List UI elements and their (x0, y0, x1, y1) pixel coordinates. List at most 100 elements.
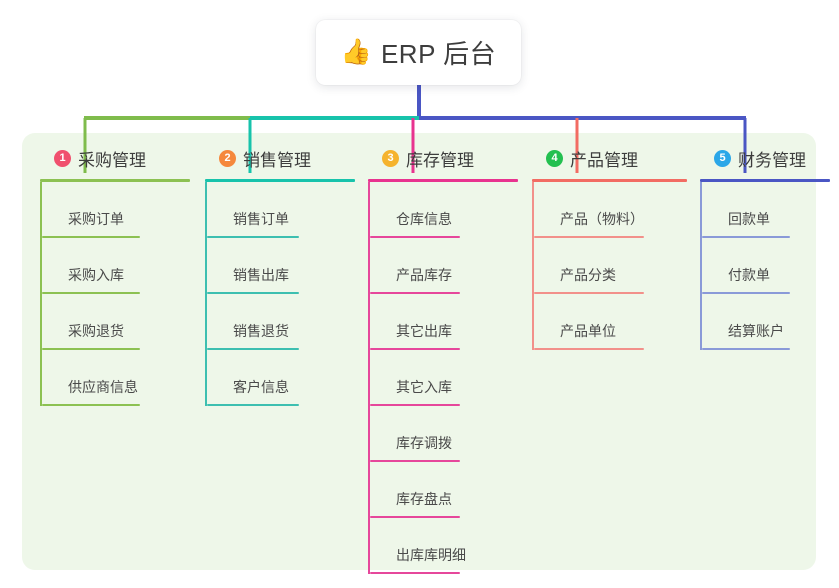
leaf-item[interactable]: 其它出库 (368, 294, 518, 350)
thumbs-up-icon: 👍 (340, 38, 372, 66)
column-spine-5 (700, 182, 702, 350)
leaf-item[interactable]: 仓库信息 (368, 182, 518, 238)
leaf-item-rule (42, 404, 140, 406)
column-title-3: 库存管理 (406, 150, 474, 170)
leaf-item[interactable]: 出库库明细 (368, 518, 518, 574)
column-badge-5: 5 (714, 149, 731, 167)
leaf-item-rule (534, 348, 644, 350)
column-header-1[interactable]: 1 采购管理 (40, 146, 190, 170)
column-5: 5 财务管理回款单付款单结算账户 (700, 146, 830, 350)
column-title-5: 财务管理 (738, 150, 806, 170)
column-items-3: 仓库信息产品库存其它出库其它入库库存调拨库存盘点出库库明细 (368, 182, 518, 574)
leaf-item[interactable]: 采购入库 (40, 238, 190, 294)
column-2: 2 销售管理销售订单销售出库销售退货客户信息 (205, 146, 355, 406)
column-1: 1 采购管理采购订单采购入库采购退货供应商信息 (40, 146, 190, 406)
column-badge-2: 2 (219, 149, 236, 167)
leaf-item[interactable]: 库存调拨 (368, 406, 518, 462)
leaf-item-rule (370, 348, 460, 350)
column-3: 3 库存管理仓库信息产品库存其它出库其它入库库存调拨库存盘点出库库明细 (368, 146, 518, 574)
leaf-item-rule (370, 460, 460, 462)
column-items-2: 销售订单销售出库销售退货客户信息 (205, 182, 355, 406)
leaf-item[interactable]: 结算账户 (700, 294, 830, 350)
leaf-item-rule (370, 236, 460, 238)
column-rule-3 (368, 179, 518, 182)
leaf-item-label: 销售退货 (233, 323, 289, 339)
leaf-item[interactable]: 采购订单 (40, 182, 190, 238)
column-badge-3: 3 (382, 149, 399, 167)
leaf-item[interactable]: 回款单 (700, 182, 830, 238)
column-spine-1 (40, 182, 42, 406)
column-spine-4 (532, 182, 534, 350)
leaf-item-rule (370, 572, 460, 574)
leaf-item-rule (42, 236, 140, 238)
column-header-3[interactable]: 3 库存管理 (368, 146, 518, 170)
root-node[interactable]: 👍 ERP 后台 (316, 20, 521, 85)
column-title-2: 销售管理 (243, 150, 311, 170)
leaf-item-label: 仓库信息 (396, 211, 452, 227)
leaf-item-rule (370, 516, 460, 518)
column-badge-1: 1 (54, 149, 71, 167)
leaf-item-label: 产品分类 (560, 267, 616, 283)
column-items-1: 采购订单采购入库采购退货供应商信息 (40, 182, 190, 406)
leaf-item-label: 其它出库 (396, 323, 452, 339)
leaf-item[interactable]: 供应商信息 (40, 350, 190, 406)
leaf-item[interactable]: 其它入库 (368, 350, 518, 406)
column-spine-3 (368, 182, 370, 574)
leaf-item-label: 库存调拨 (396, 435, 452, 451)
column-title-4: 产品管理 (570, 150, 638, 170)
leaf-item[interactable]: 库存盘点 (368, 462, 518, 518)
leaf-item[interactable]: 产品分类 (532, 238, 687, 294)
leaf-item-rule (42, 348, 140, 350)
leaf-item-label: 采购订单 (68, 211, 124, 227)
column-rule-2 (205, 179, 355, 182)
leaf-item-label: 产品库存 (396, 267, 452, 283)
leaf-item-label: 客户信息 (233, 379, 289, 395)
leaf-item-rule (702, 236, 790, 238)
leaf-item-rule (370, 292, 460, 294)
leaf-item-rule (42, 292, 140, 294)
leaf-item-rule (207, 292, 299, 294)
column-rule-5 (700, 179, 830, 182)
leaf-item-rule (207, 404, 299, 406)
column-rule-1 (40, 179, 190, 182)
column-header-4[interactable]: 4 产品管理 (532, 146, 687, 170)
leaf-item[interactable]: 采购退货 (40, 294, 190, 350)
leaf-item-label: 付款单 (728, 267, 770, 283)
leaf-item[interactable]: 付款单 (700, 238, 830, 294)
leaf-item-label: 产品单位 (560, 323, 616, 339)
column-header-2[interactable]: 2 销售管理 (205, 146, 355, 170)
leaf-item[interactable]: 销售退货 (205, 294, 355, 350)
leaf-item[interactable]: 销售订单 (205, 182, 355, 238)
leaf-item-label: 销售出库 (233, 267, 289, 283)
leaf-item[interactable]: 产品单位 (532, 294, 687, 350)
column-spine-2 (205, 182, 207, 406)
leaf-item-label: 供应商信息 (68, 379, 138, 395)
diagram-panel (22, 133, 816, 570)
leaf-item-label: 回款单 (728, 211, 770, 227)
column-rule-4 (532, 179, 687, 182)
root-title: ERP 后台 (380, 39, 497, 69)
leaf-item[interactable]: 销售出库 (205, 238, 355, 294)
leaf-item-label: 采购退货 (68, 323, 124, 339)
column-badge-4: 4 (546, 149, 563, 167)
leaf-item-rule (370, 404, 460, 406)
leaf-item-rule (207, 236, 299, 238)
leaf-item-label: 销售订单 (233, 211, 289, 227)
leaf-item[interactable]: 产品（物料） (532, 182, 687, 238)
leaf-item-rule (207, 348, 299, 350)
leaf-item[interactable]: 客户信息 (205, 350, 355, 406)
leaf-item-rule (702, 348, 790, 350)
column-header-5[interactable]: 5 财务管理 (700, 146, 830, 170)
leaf-item-label: 结算账户 (728, 323, 784, 339)
leaf-item-label: 其它入库 (396, 379, 452, 395)
leaf-item[interactable]: 产品库存 (368, 238, 518, 294)
column-title-1: 采购管理 (78, 150, 146, 170)
leaf-item-label: 出库库明细 (396, 547, 466, 563)
column-items-4: 产品（物料） 产品分类产品单位 (532, 182, 687, 350)
leaf-item-label: 采购入库 (68, 267, 124, 283)
column-4: 4 产品管理产品（物料） 产品分类产品单位 (532, 146, 687, 350)
leaf-item-label: 库存盘点 (396, 491, 452, 507)
column-items-5: 回款单付款单结算账户 (700, 182, 830, 350)
root-node-content: 👍 ERP 后台 (341, 34, 496, 71)
